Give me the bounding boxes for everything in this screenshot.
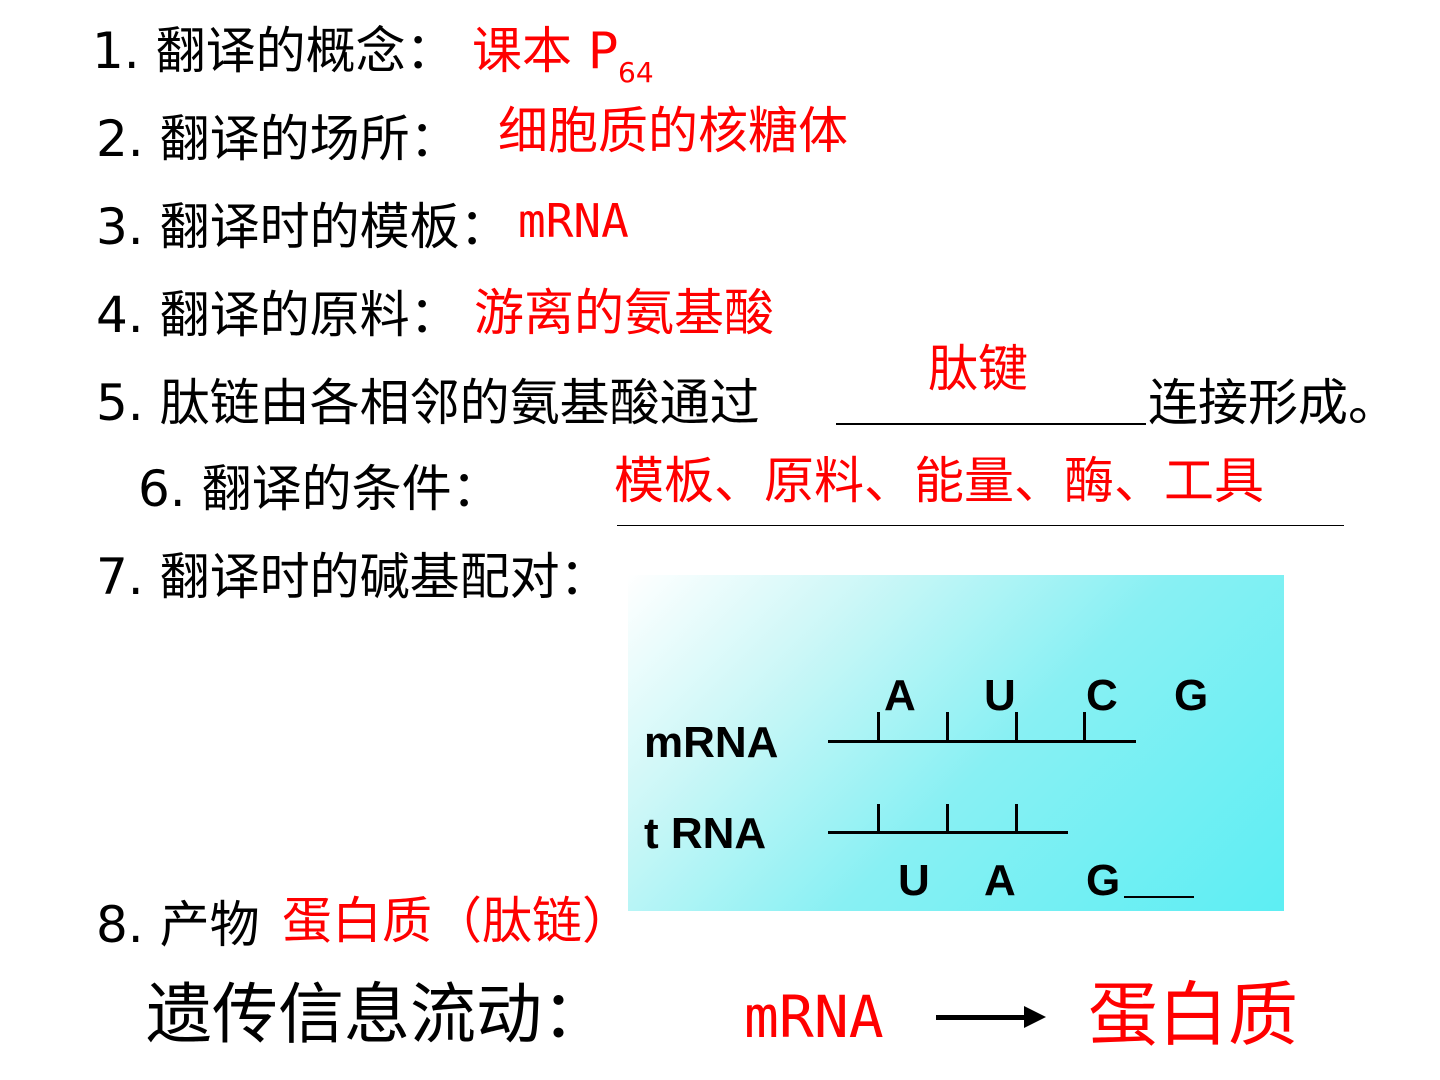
mrna-tick <box>1083 712 1086 742</box>
flow-label: 遗传信息流动： <box>146 976 608 1053</box>
item-6-label: 6. 翻译的条件： <box>138 460 502 518</box>
mrna-base-4: G <box>1174 671 1209 720</box>
item-5-answer: 肽键 <box>928 340 1028 398</box>
mrna-base-1: A <box>884 671 916 720</box>
mrna-base-3: C <box>1086 671 1118 720</box>
item-1-answer: 课本 P64 <box>472 26 654 87</box>
item-4-answer: 游离的氨基酸 <box>474 284 774 342</box>
flow-arrow-line <box>936 1015 1026 1020</box>
item-7-label: 7. 翻译时的碱基配对： <box>96 548 610 606</box>
item-1-answer-subscript: 64 <box>618 56 654 89</box>
item-3-label: 3. 翻译时的模板： <box>96 198 510 256</box>
mrna-tick <box>877 712 880 742</box>
item-8-label: 8. 产物 <box>96 896 260 954</box>
item-5-label-before: 5. 肽链由各相邻的氨基酸通过 <box>96 374 760 432</box>
item-1-answer-main: 课本 P <box>472 22 619 80</box>
item-2-answer: 细胞质的核糖体 <box>498 102 848 160</box>
item-6-answer: 模板、原料、能量、酶、工具 <box>614 452 1264 510</box>
mrna-tick <box>1015 712 1018 742</box>
item-3-answer: mRNA <box>518 194 629 248</box>
flow-source: mRNA <box>744 983 884 1051</box>
mrna-strand-line <box>828 740 1136 743</box>
item-5-blank-line <box>836 423 1146 425</box>
mrna-tick <box>946 712 949 742</box>
base-pairing-diagram: A U C G mRNA t RNA U A G <box>628 575 1284 911</box>
trna-base-1: U <box>898 856 930 905</box>
item-4-label: 4. 翻译的原料： <box>96 286 460 344</box>
item-8-answer: 蛋白质（肽链） <box>282 892 632 950</box>
flow-target: 蛋白质 <box>1088 974 1298 1056</box>
trna-tick <box>877 804 880 834</box>
trna-tick <box>1015 804 1018 834</box>
item-6-blank-line <box>617 525 1344 526</box>
mrna-strand-label: mRNA <box>644 718 779 767</box>
item-1-label: 1. 翻译的概念： <box>92 22 456 80</box>
trna-tick <box>946 804 949 834</box>
trna-base-3: G <box>1086 856 1121 905</box>
mrna-base-2: U <box>984 671 1016 720</box>
trna-base-2: A <box>984 856 1016 905</box>
trna-strand-label: t RNA <box>644 809 767 858</box>
trna-blank-line <box>1124 896 1194 898</box>
item-5-label-after: 连接形成。 <box>1148 374 1398 432</box>
item-2-label: 2. 翻译的场所： <box>96 110 460 168</box>
flow-arrow-icon <box>1024 1006 1046 1028</box>
